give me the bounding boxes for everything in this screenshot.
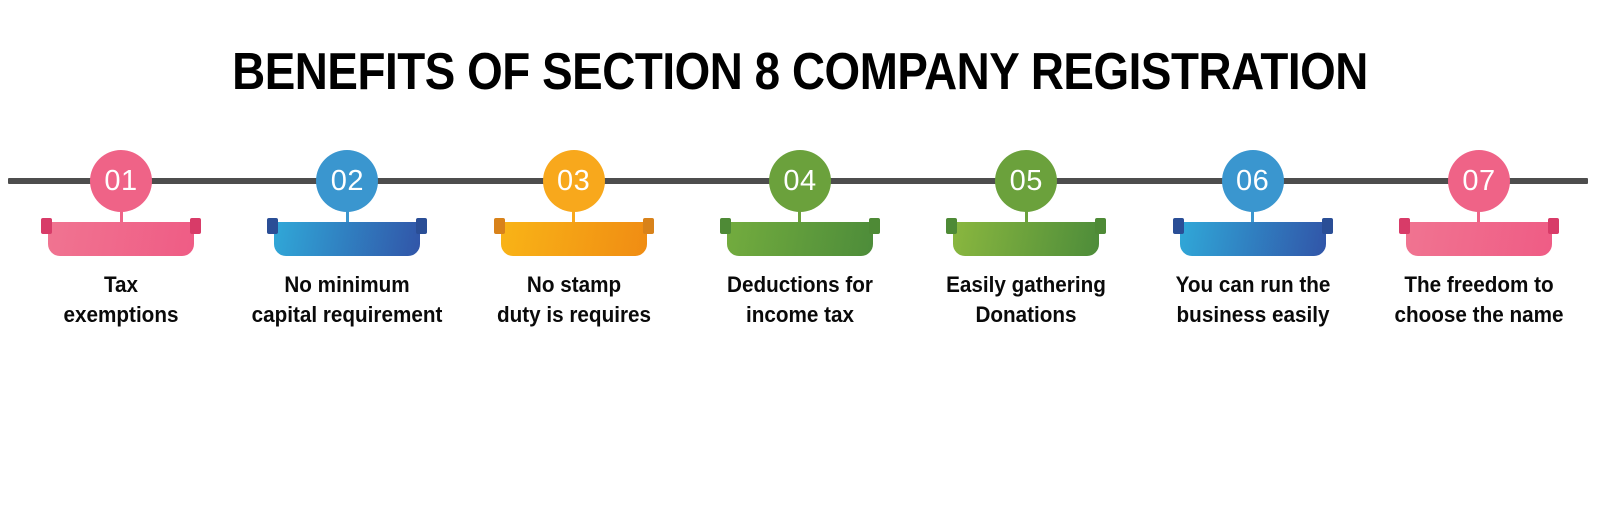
ribbon-body [1179, 222, 1326, 256]
benefit-caption-line1: No minimum [284, 272, 410, 297]
ribbon-banner[interactable] [41, 218, 201, 256]
ribbon-fold-left [267, 218, 279, 234]
connector-stem [798, 205, 802, 227]
ribbon-body [500, 222, 647, 256]
step-number-label: 07 [1462, 164, 1496, 197]
ribbon-fold-left [946, 218, 958, 234]
benefit-caption-line1: Tax [103, 272, 139, 297]
benefit-caption-line1: No stamp [526, 272, 621, 297]
step-number-badge[interactable]: 07 [1447, 150, 1510, 212]
step-number-badge[interactable]: 01 [90, 150, 152, 212]
connector-stem [572, 205, 576, 227]
ribbon-fold-left [719, 218, 731, 234]
ribbon-fold-left [1172, 218, 1184, 234]
benefit-caption-line1: Easily gathering [946, 272, 1107, 297]
benefit-caption-line1: Deductions for [727, 272, 873, 297]
ribbon-fold-right [1321, 218, 1333, 234]
connector-stem [345, 205, 349, 227]
ribbon-fold-right [1095, 218, 1107, 234]
benefit-caption: Tax exemptions [19, 270, 224, 331]
benefit-caption-line2: exemptions [63, 302, 179, 328]
ribbon-fold-right [190, 218, 201, 234]
ribbon-body [48, 222, 194, 256]
step-number-badge[interactable]: 03 [542, 150, 605, 212]
ribbon-fold-left [493, 218, 505, 234]
ribbon-fold-left [41, 218, 52, 234]
benefit-caption-line1: The freedom to [1404, 272, 1554, 297]
benefit-caption-line2: business easily [1176, 302, 1330, 328]
ribbon-fold-right [416, 218, 428, 234]
benefit-caption: Deductions for income tax [698, 270, 903, 331]
ribbon-body [953, 222, 1100, 256]
ribbon-fold-right [1547, 218, 1559, 234]
benefit-caption: No stamp duty is requires [471, 270, 676, 331]
step-number-badge[interactable]: 04 [768, 150, 831, 212]
benefit-caption-line2: capital requirement [251, 302, 443, 328]
ribbon-fold-left [1398, 218, 1410, 234]
connector-stem [1251, 205, 1255, 227]
timeline-item[interactable]: 03 No stamp duty is requires [471, 0, 677, 340]
step-number-badge[interactable]: 02 [316, 150, 379, 212]
benefit-caption-line2: Donations [975, 302, 1077, 328]
ribbon-fold-right [868, 218, 880, 234]
step-number-badge[interactable]: 06 [1221, 150, 1284, 212]
connector-stem [1477, 205, 1481, 227]
step-number-label: 04 [783, 164, 817, 197]
benefit-caption: The freedom to choose the name [1377, 270, 1582, 331]
benefit-caption-line2: choose the name [1394, 302, 1564, 328]
ribbon-body [1405, 222, 1552, 256]
benefit-caption-line2: duty is requires [496, 302, 651, 328]
timeline-item[interactable]: 02 No minimum capital requirement [244, 0, 450, 340]
step-number-badge[interactable]: 05 [995, 150, 1058, 212]
connector-stem [119, 205, 123, 227]
ribbon-body [274, 222, 421, 256]
benefit-caption-line2: income tax [745, 302, 855, 328]
step-number-label: 03 [557, 164, 591, 197]
ribbon-fold-right [642, 218, 654, 234]
benefit-caption: You can run the business easily [1150, 270, 1355, 331]
step-number-label: 02 [330, 164, 364, 197]
ribbon-banner[interactable] [719, 218, 880, 256]
step-number-label: 05 [1009, 164, 1043, 197]
ribbon-banner[interactable] [1398, 218, 1559, 256]
connector-stem [1024, 205, 1028, 227]
ribbon-body [726, 222, 873, 256]
step-number-label: 06 [1236, 164, 1270, 197]
step-number-label: 01 [104, 164, 138, 197]
page-title: BENEFITS OF SECTION 8 COMPANY REGISTRATI… [232, 43, 1368, 101]
ribbon-banner[interactable] [946, 218, 1107, 256]
ribbon-banner[interactable] [493, 218, 654, 256]
benefit-caption-line1: You can run the [1175, 272, 1330, 297]
ribbon-banner[interactable] [1172, 218, 1333, 256]
ribbon-banner[interactable] [267, 218, 428, 256]
benefit-caption: No minimum capital requirement [245, 270, 450, 331]
